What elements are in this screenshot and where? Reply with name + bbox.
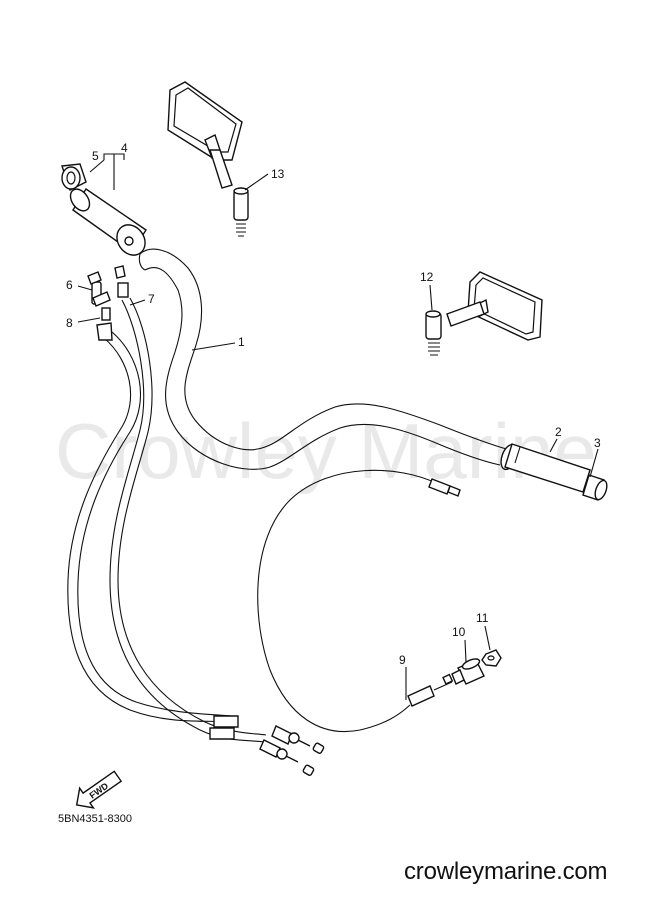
throttle-cable <box>67 297 267 743</box>
diagram-code: 5BN4351-8300 <box>58 813 133 825</box>
leader-lines <box>77 153 599 700</box>
callout-3: 3 <box>594 436 601 450</box>
callout-10: 10 <box>452 625 466 639</box>
callout-5: 5 <box>92 149 99 163</box>
callout-2: 2 <box>555 425 562 439</box>
fwd-arrow-icon: FWD <box>75 770 123 809</box>
callout-13: 13 <box>271 167 285 181</box>
cable-adjuster-nut <box>101 265 129 321</box>
callout-4: 4 <box>121 141 128 155</box>
left-grip-end <box>61 163 87 191</box>
callout-7: 7 <box>148 292 155 306</box>
throttle-cable-adjuster <box>87 271 113 341</box>
website-link[interactable]: crowleymarine.com <box>404 858 608 885</box>
callout-1: 1 <box>238 335 245 349</box>
callout-12: 12 <box>420 270 434 284</box>
handlebar <box>138 248 511 470</box>
nut <box>481 649 502 667</box>
choke-cable <box>257 469 461 733</box>
right-mirror <box>425 271 543 356</box>
grip-end <box>582 474 608 501</box>
callout-9: 9 <box>399 653 406 667</box>
left-mirror <box>167 81 249 237</box>
choke-lever <box>451 658 485 685</box>
callout-11: 11 <box>476 611 489 625</box>
callout-6: 6 <box>66 278 73 292</box>
left-grip-assembly <box>69 188 147 256</box>
cable-end-fittings <box>209 715 325 776</box>
callout-8: 8 <box>66 316 73 330</box>
right-grip <box>500 443 591 493</box>
